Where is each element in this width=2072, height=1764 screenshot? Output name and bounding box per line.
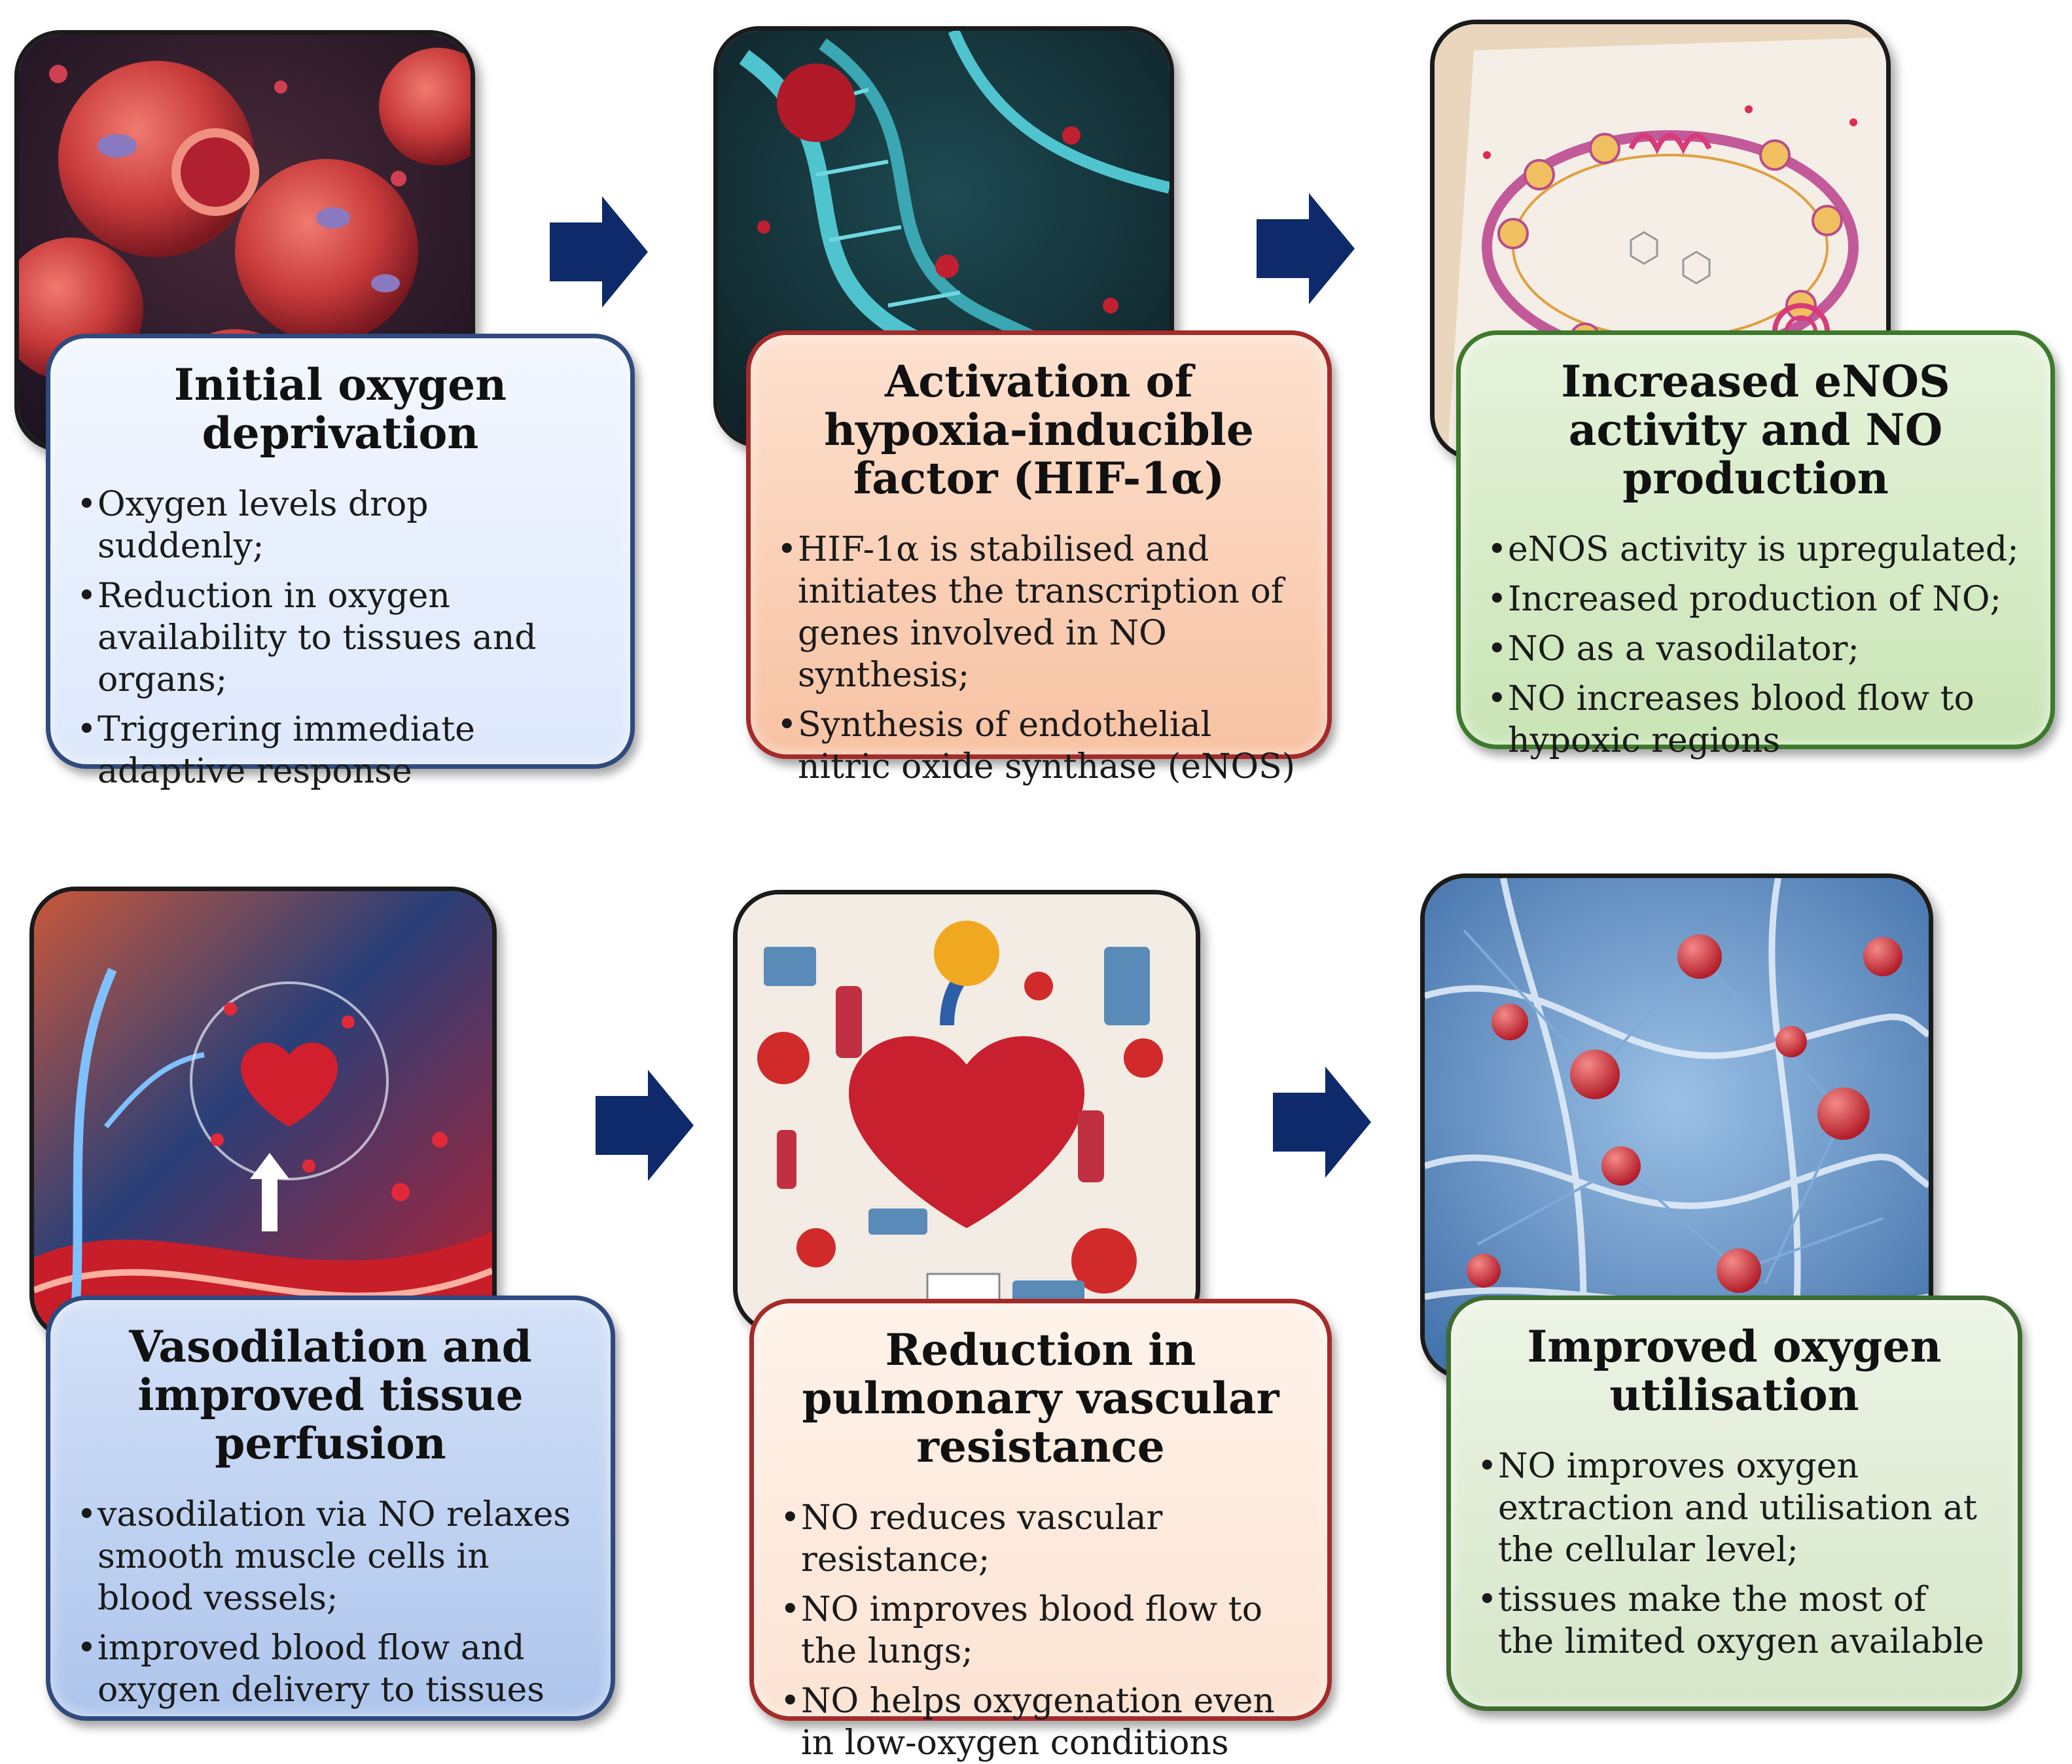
step-title: Reduction in pulmonary vascular resistan… — [802, 1324, 1279, 1472]
bullet-text: Triggering immediate adaptive response — [98, 710, 475, 791]
step-4-card: Vasodilation and improved tissue perfusi… — [46, 1296, 615, 1721]
bullet-item: •Synthesis of endothelial nitric oxide s… — [777, 704, 1301, 788]
step-5-card: Reduction in pulmonary vascular resistan… — [749, 1299, 1332, 1763]
step-title: Increased eNOS activity and NO productio… — [1561, 356, 1950, 504]
bullet-list: •HIF-1α is stabilised and initiates the … — [777, 529, 1301, 788]
bullet-text: NO reduces vascular resistance; — [801, 1498, 1163, 1579]
bullet-item: •NO helps oxygenation even in low-oxygen… — [780, 1680, 1301, 1764]
bullet-text: NO improves oxygen extraction and utilis… — [1498, 1447, 1977, 1570]
bullet-marker: • — [1487, 629, 1507, 669]
bullet-marker: • — [1477, 1447, 1497, 1486]
step-1-card: Initial oxygen deprivation •Oxygen level… — [46, 334, 635, 791]
bullet-marker: • — [1487, 530, 1507, 569]
bullet-text: Synthesis of endothelial nitric oxide sy… — [798, 705, 1296, 786]
bullet-marker: • — [77, 710, 97, 749]
bullet-text: Oxygen levels drop suddenly; — [98, 485, 429, 566]
bullet-item: •Triggering immediate adaptive response — [77, 709, 604, 792]
bullet-item: •NO improves oxygen extraction and utili… — [1477, 1445, 1992, 1571]
bullet-text: HIF-1α is stabilised and initiates the t… — [798, 530, 1284, 695]
step-3-card: Increased eNOS activity and NO productio… — [1456, 330, 2055, 760]
step-title: Activation of hypoxia-inducible factor (… — [824, 356, 1254, 504]
bullet-text: NO as a vasodilator; — [1508, 629, 1859, 669]
arrow-right-icon — [1257, 193, 1355, 304]
step-2-card: Activation of hypoxia-inducible factor (… — [746, 330, 1332, 786]
bullet-item: •eNOS activity is upregulated; — [1487, 529, 2024, 571]
arrow-right-icon — [596, 1070, 694, 1181]
step-title: Vasodilation and improved tissue perfusi… — [129, 1321, 532, 1469]
bullet-list: •Oxygen levels drop suddenly; •Reduction… — [77, 484, 604, 792]
heart-vessels-image — [29, 887, 497, 1341]
bullet-marker: • — [777, 530, 797, 569]
bullet-item: •Oxygen levels drop suddenly; — [77, 484, 604, 567]
bullet-text: Increased production of NO; — [1508, 580, 2001, 619]
bullet-text: NO improves blood flow to the lungs; — [801, 1590, 1262, 1671]
bullet-text: eNOS activity is upregulated; — [1508, 530, 2019, 569]
cellular-network-image — [1420, 873, 1933, 1380]
bullet-item: •vasodilation via NO relaxes smooth musc… — [77, 1494, 584, 1619]
bullet-text: NO increases blood flow to hypoxic regio… — [1508, 679, 1974, 760]
bullet-item: •improved blood flow and oxygen delivery… — [77, 1627, 584, 1711]
bullet-item: •Increased production of NO; — [1487, 578, 2024, 620]
bullet-item: •HIF-1α is stabilised and initiates the … — [777, 529, 1301, 696]
bullet-marker: • — [1487, 580, 1507, 619]
bullet-marker: • — [1487, 679, 1507, 718]
bullet-item: •NO increases blood flow to hypoxic regi… — [1487, 678, 2024, 762]
bullet-list: •NO improves oxygen extraction and utili… — [1477, 1445, 1992, 1663]
arrow-right-icon — [1273, 1067, 1371, 1178]
heart-diet-collage-image — [733, 890, 1200, 1334]
step-6-card: Improved oxygen utilisation •NO improves… — [1446, 1296, 2022, 1711]
bullet-text: improved blood flow and oxygen delivery … — [98, 1629, 545, 1710]
bullet-list: •vasodilation via NO relaxes smooth musc… — [77, 1494, 584, 1711]
bullet-marker: • — [780, 1590, 800, 1629]
bullet-item: •tissues make the most of the limited ox… — [1477, 1579, 1992, 1663]
bullet-item: •Reduction in oxygen availability to tis… — [77, 575, 604, 701]
step-title: Improved oxygen utilisation — [1527, 1321, 1942, 1420]
arrow-right-icon — [550, 196, 648, 308]
bullet-marker: • — [77, 576, 97, 616]
bullet-item: •NO improves blood flow to the lungs; — [780, 1589, 1301, 1672]
bullet-text: tissues make the most of the limited oxy… — [1498, 1580, 1984, 1661]
bullet-marker: • — [77, 485, 97, 524]
bullet-marker: • — [1477, 1580, 1497, 1619]
step-title: Initial oxygen deprivation — [173, 359, 507, 459]
bullet-marker: • — [77, 1495, 97, 1534]
bullet-list: •NO reduces vascular resistance; •NO imp… — [780, 1497, 1301, 1764]
bullet-text: vasodilation via NO relaxes smooth muscl… — [98, 1495, 571, 1618]
bullet-marker: • — [777, 705, 797, 745]
bullet-marker: • — [780, 1498, 800, 1538]
bullet-item: •NO as a vasodilator; — [1487, 628, 2024, 670]
bullet-marker: • — [780, 1682, 800, 1721]
bullet-list: •eNOS activity is upregulated; •Increase… — [1487, 529, 2024, 762]
bullet-text: Reduction in oxygen availability to tiss… — [98, 576, 537, 699]
bullet-text: NO helps oxygenation even in low-oxygen … — [801, 1682, 1275, 1763]
bullet-item: •NO reduces vascular resistance; — [780, 1497, 1301, 1581]
bullet-marker: • — [77, 1629, 97, 1668]
